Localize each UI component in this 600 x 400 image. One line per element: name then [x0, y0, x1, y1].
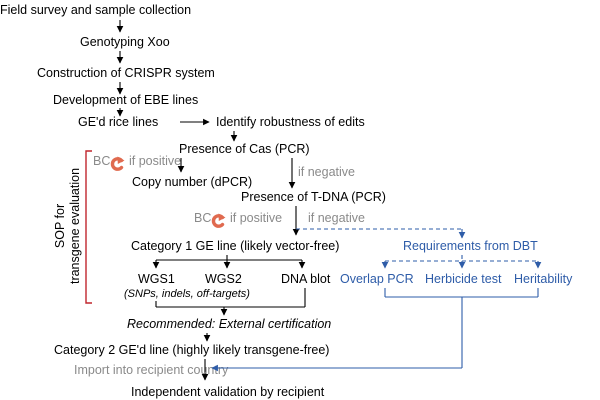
bc-label-2: BC: [194, 211, 211, 225]
wgs-note: (SNPs, indels, off-targets): [124, 288, 250, 300]
node-crispr: Construction of CRISPR system: [37, 66, 215, 80]
if-negative-label-1: if negative: [298, 165, 355, 179]
if-negative-label-2: if negative: [308, 211, 365, 225]
node-field-survey: Field survey and sample collection: [0, 3, 191, 17]
node-ge-rice: GE'd rice lines: [78, 115, 158, 129]
branch-connector-category1: [152, 255, 306, 269]
node-herbicide-test: Herbicide test: [425, 272, 502, 286]
node-ebe: Development of EBE lines: [53, 93, 198, 107]
node-tdna: Presence of T-DNA (PCR): [241, 190, 386, 204]
node-dbt: Requirements from DBT: [403, 239, 538, 253]
dbt-merge-connector: [211, 288, 539, 372]
sop-bracket: [85, 150, 92, 304]
backcross-loop-icon-1: [110, 156, 125, 171]
node-heritability: Heritability: [514, 272, 573, 286]
node-wgs1: WGS1: [138, 272, 175, 286]
merge-connector-to-recommended: [155, 288, 306, 316]
node-recommended: Recommended: External certification: [127, 317, 331, 331]
dbt-branch-connector: [381, 255, 542, 269]
node-validation: Independent validation by recipient: [131, 385, 325, 399]
node-copy-number: Copy number (dPCR): [132, 175, 252, 189]
node-import: Import into recipient country: [74, 363, 229, 377]
sop-label: SOP for transgene evaluation: [53, 168, 82, 284]
node-category2: Category 2 GE'd line (highly likely tran…: [54, 343, 329, 357]
bc-label-1: BC: [93, 154, 110, 168]
node-genotyping: Genotyping Xoo: [80, 35, 170, 49]
node-overlap-pcr: Overlap PCR: [340, 272, 414, 286]
node-cas: Presence of Cas (PCR): [179, 142, 310, 156]
sop-label-line2: transgene evaluation: [68, 168, 82, 284]
if-positive-label-2: if positive: [230, 211, 282, 225]
node-category1: Category 1 GE line (likely vector-free): [131, 239, 339, 253]
if-positive-label-1: if positive: [129, 154, 181, 168]
backcross-loop-icon-2: [211, 213, 226, 228]
sop-label-line1: SOP for: [53, 204, 67, 248]
node-dna-blot: DNA blot: [281, 272, 331, 286]
node-robustness: Identify robustness of edits: [216, 115, 365, 129]
node-wgs2: WGS2: [205, 272, 242, 286]
